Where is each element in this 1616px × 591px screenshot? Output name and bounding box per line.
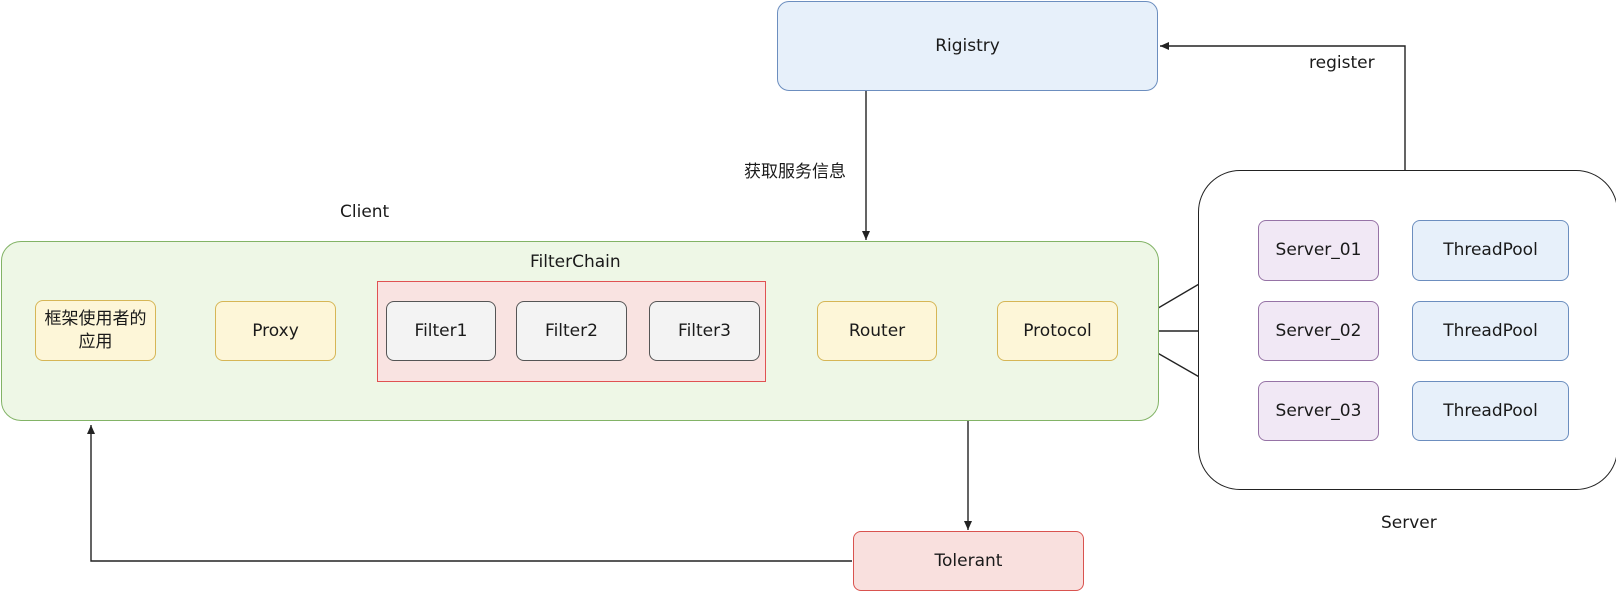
- tolerant-label: Tolerant: [934, 550, 1003, 571]
- threadpool-2-node: ThreadPool: [1412, 301, 1569, 361]
- fetch-service-info-label: 获取服务信息: [744, 162, 846, 182]
- server-03-label: Server_03: [1275, 400, 1362, 421]
- threadpool-1-label: ThreadPool: [1443, 240, 1538, 261]
- app-label: 框架使用者的应用: [44, 308, 147, 352]
- filterchain-label: FilterChain: [530, 252, 621, 272]
- threadpool-2-label: ThreadPool: [1443, 320, 1538, 341]
- threadpool-3-node: ThreadPool: [1412, 381, 1569, 441]
- protocol-node: Protocol: [997, 301, 1118, 361]
- register-label: register: [1309, 53, 1375, 73]
- router-node: Router: [817, 301, 937, 361]
- filter-1-node: Filter1: [386, 301, 496, 361]
- filter-2-label: Filter2: [545, 320, 598, 341]
- registry-node: Rigistry: [777, 1, 1158, 91]
- filter-3-label: Filter3: [678, 320, 731, 341]
- router-label: Router: [848, 320, 906, 341]
- registry-label: Rigistry: [935, 35, 1000, 56]
- proxy-label: Proxy: [252, 320, 299, 341]
- server-02-node: Server_02: [1258, 301, 1379, 361]
- arrow-tolerant-to-client: [87, 425, 852, 562]
- protocol-label: Protocol: [1023, 320, 1092, 341]
- server-label: Server: [1381, 513, 1437, 533]
- server-03-node: Server_03: [1258, 381, 1379, 441]
- tolerant-node: Tolerant: [853, 531, 1084, 591]
- filter-2-node: Filter2: [516, 301, 627, 361]
- filter-3-node: Filter3: [649, 301, 760, 361]
- threadpool-3-label: ThreadPool: [1443, 400, 1538, 421]
- filter-1-label: Filter1: [414, 320, 468, 341]
- app-node: 框架使用者的应用: [35, 300, 156, 361]
- client-label: Client: [340, 202, 390, 222]
- server-02-label: Server_02: [1275, 320, 1362, 341]
- proxy-node: Proxy: [215, 301, 336, 361]
- server-01-node: Server_01: [1258, 220, 1379, 281]
- server-01-label: Server_01: [1275, 240, 1362, 261]
- arrow-server-register: [1160, 42, 1406, 170]
- threadpool-1-node: ThreadPool: [1412, 220, 1569, 281]
